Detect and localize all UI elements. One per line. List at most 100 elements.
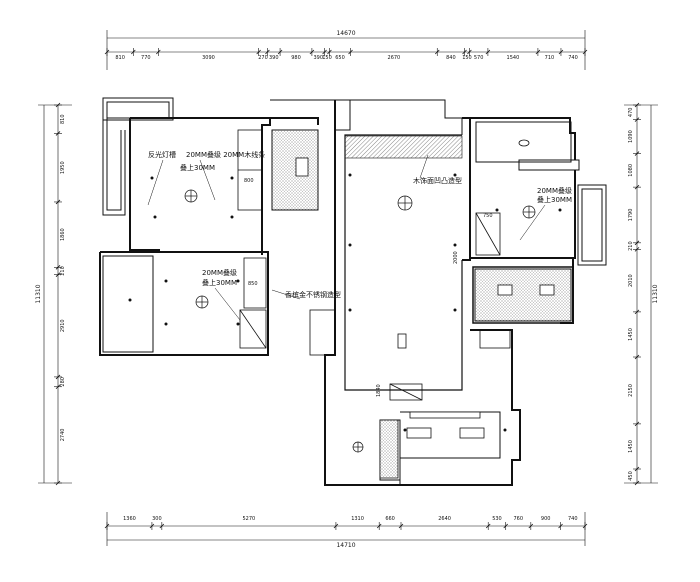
- left-dim-tick-mark: [55, 199, 61, 205]
- top-dim-tick-mark: [582, 49, 588, 55]
- left-total-label: 11310: [35, 284, 42, 303]
- top-dim-tick-mark: [256, 49, 261, 55]
- top-dim-tick-mark: [434, 49, 440, 55]
- left-dimension: [38, 104, 72, 484]
- bottom-dim-segment-label: 1360: [123, 516, 136, 522]
- dim-850: 850: [248, 281, 258, 287]
- top-dim-tick-mark: [535, 49, 541, 55]
- bottom-dim-tick-mark: [159, 523, 165, 529]
- label-ceiling-ml-2: 叠上30MM: [202, 278, 237, 287]
- bottom-dim-tick-mark: [376, 523, 382, 529]
- leader-lines: [147, 154, 546, 321]
- top-dim-segment-label: 840: [446, 55, 456, 61]
- label-reflect-trough: 反光灯槽: [148, 150, 176, 159]
- left-dim-segment-label: 2910: [60, 319, 66, 332]
- left-dim-tick-mark: [55, 102, 61, 108]
- label-ceiling-tl-2: 叠上30MM: [180, 163, 215, 172]
- dim-1840: 1840: [376, 384, 382, 397]
- top-dim-tick-mark: [558, 49, 564, 55]
- top-dim-segment-label: 770: [141, 55, 151, 61]
- right-dim-segment-label: 1450: [628, 440, 634, 453]
- top-dim-segment-label: 150: [462, 55, 472, 61]
- bathroom-right-hatch: [474, 268, 572, 322]
- label-ceiling-r: 20MM叠级: [537, 186, 572, 195]
- top-dim-segment-label: 150: [322, 55, 332, 61]
- right-dim-segment-label: 210: [628, 241, 634, 251]
- left-dim-tick-mark: [55, 265, 61, 270]
- right-dim-segment-label: 1090: [628, 130, 634, 143]
- bottom-dim-tick-mark: [333, 523, 339, 529]
- label-ceiling-tl: 20MM叠级 20MM木线条: [186, 150, 265, 159]
- top-dim-tick-mark: [485, 49, 491, 55]
- left-dim-segment-label: 280: [60, 377, 66, 387]
- top-dim-tick-mark: [265, 49, 270, 55]
- right-dim-tick-mark: [634, 309, 640, 315]
- top-dim-tick-mark: [467, 49, 472, 55]
- label-ceiling-ml: 20MM叠级: [202, 268, 237, 277]
- bottom-dim-segment-label: 740: [568, 516, 578, 522]
- bottom-dim-tick-mark: [558, 523, 563, 529]
- top-dim-tick-mark: [131, 49, 136, 55]
- top-total-label: 14670: [336, 30, 355, 37]
- bathroom-left-hatch: [271, 129, 319, 211]
- top-dim-segment-label: 980: [291, 55, 301, 61]
- fixtures: [295, 139, 555, 439]
- built-in-cabinets: [237, 129, 511, 401]
- right-dim-segment-label: 450: [628, 471, 634, 481]
- top-dim-segment-label: 1540: [507, 55, 520, 61]
- left-dim-segment-label: 810: [60, 114, 66, 124]
- ceiling-lamps: [184, 189, 536, 453]
- left-dim-tick-mark: [55, 480, 61, 486]
- right-dim-tick-mark: [634, 151, 640, 156]
- right-dim-segment-label: 1450: [628, 328, 634, 341]
- dim-2000: 2000: [453, 251, 459, 264]
- label-wood-ceiling: 木饰面凹凸造型: [413, 176, 462, 185]
- left-dim-segment-label: 1950: [60, 161, 66, 174]
- dim-800: 800: [244, 178, 254, 184]
- right-dim-tick-mark: [634, 480, 640, 486]
- bottom-dim-tick-mark: [398, 523, 404, 529]
- left-dim-tick-mark: [55, 374, 61, 380]
- left-dim-tick-mark: [55, 272, 61, 277]
- right-dim-segment-label: 1080: [628, 164, 634, 177]
- top-dim-segment-label: 390: [313, 55, 323, 61]
- top-dim-tick-mark: [156, 49, 161, 55]
- label-steel-shape: 香槟金不锈钢造型: [285, 290, 341, 299]
- right-dim-tick-mark: [634, 354, 640, 360]
- top-dim-segment-label: 390: [269, 55, 279, 61]
- top-dim-tick-mark: [322, 49, 327, 55]
- label-ceiling-r-2: 叠上30MM: [537, 195, 572, 204]
- dim-750: 750: [483, 213, 493, 219]
- wood-ceiling-strip: [344, 135, 463, 159]
- top-dim-segment-label: 710: [545, 55, 555, 61]
- bottom-dim-segment-label: 530: [492, 516, 502, 522]
- bottom-dim-segment-label: 2640: [438, 516, 451, 522]
- top-dim-tick-mark: [277, 49, 283, 55]
- right-dim-tick-mark: [634, 117, 640, 122]
- bottom-total-label: 14710: [336, 542, 355, 549]
- right-dim-tick-mark: [634, 421, 640, 427]
- bottom-dim-segment-label: 760: [513, 516, 523, 522]
- right-dim-tick-mark: [634, 466, 640, 472]
- bottom-dim-tick-mark: [485, 523, 491, 529]
- bottom-dim-tick-mark: [503, 523, 509, 529]
- left-dim-segment-label: 1860: [60, 228, 66, 241]
- right-dim-tick-mark: [634, 247, 640, 252]
- top-dim-tick-mark: [462, 49, 467, 55]
- left-dim-tick-mark: [55, 131, 61, 136]
- right-dim-segment-label: 2010: [628, 274, 634, 287]
- top-dim-segment-label: 740: [568, 55, 578, 61]
- bottom-dim-tick-mark: [104, 523, 110, 529]
- right-total-label: 11310: [652, 284, 659, 303]
- bottom-dim-tick-mark: [528, 523, 534, 529]
- top-dim-segment-label: 3090: [202, 55, 215, 61]
- right-dim-segment-label: 470: [628, 108, 634, 118]
- top-dim-segment-label: 650: [335, 55, 345, 61]
- top-dim-segment-label: 270: [258, 55, 268, 61]
- bottom-dim-segment-label: 1310: [351, 516, 364, 522]
- bottom-dim-segment-label: 900: [541, 516, 551, 522]
- right-dim-tick-mark: [634, 240, 640, 246]
